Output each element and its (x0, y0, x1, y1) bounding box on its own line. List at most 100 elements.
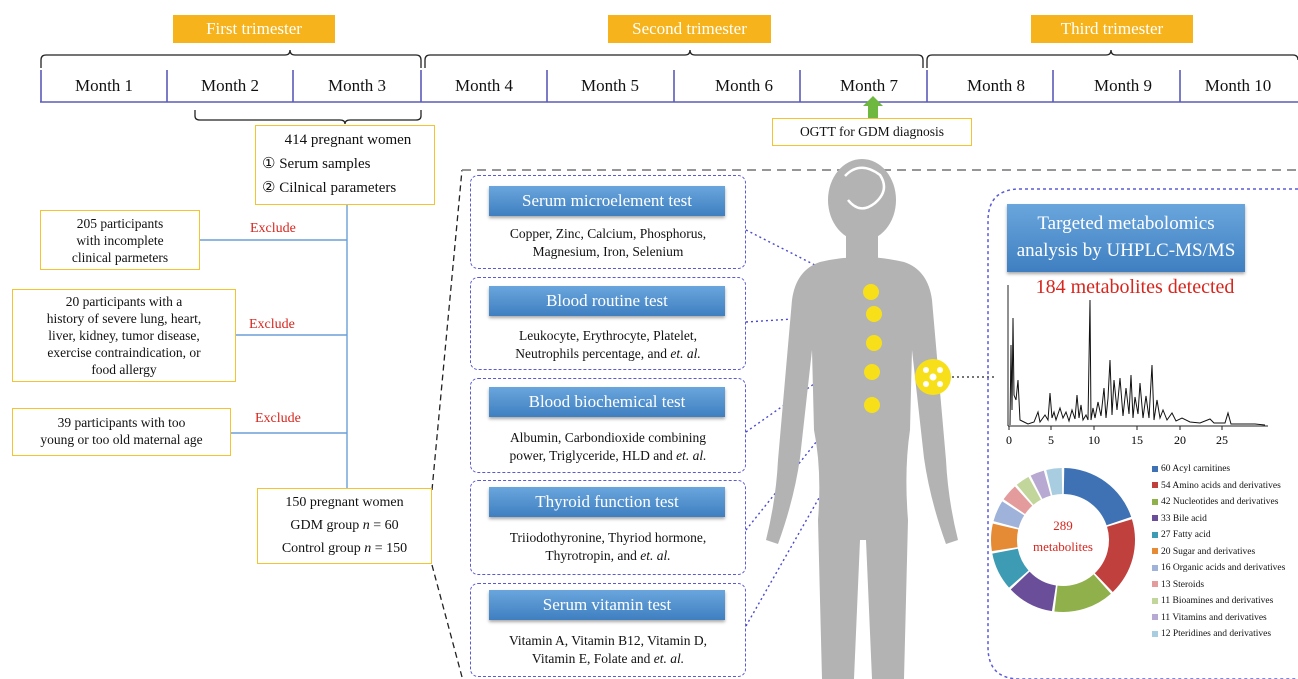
legend-label: 13 Steroids (1161, 579, 1205, 590)
test-title-microelement: Serum microelement test (489, 186, 725, 216)
donut-center-count: 289 (1053, 518, 1073, 533)
exclude-label-1: Exclude (250, 221, 296, 236)
test-desc-vitamin: Vitamin A, Vitamin B12, Vitamin D, Vitam… (475, 632, 741, 668)
test-desc-microelement: Copper, Zinc, Calcium, Phosphorus, Magne… (475, 225, 741, 261)
control-group-count: = 150 (371, 541, 408, 556)
month-5: Month 5 (580, 76, 640, 95)
first-trimester-brace (40, 49, 422, 68)
test-desc-text: Thyrotropin, and (545, 548, 637, 563)
test-title-blood-routine: Blood routine test (489, 286, 725, 316)
test-desc-blood-routine: Leukocyte, Erythrocyte, Platelet, Neutro… (475, 327, 741, 363)
test-panel-vitamin: Serum vitamin test Vitamin A, Vitamin B1… (470, 583, 746, 677)
tick-label-0: 0 (1006, 433, 1012, 447)
legend-item: 54 Amino acids and derivatives (1152, 481, 1281, 491)
legend-swatch (1152, 581, 1158, 588)
exclusion-box-3: 39 participants with too young or too ol… (12, 408, 231, 456)
test-desc-thyroid: Triiodothyronine, Thyriod hormone, Thyro… (475, 529, 741, 565)
legend-item: 42 Nucleotides and derivatives (1152, 497, 1278, 507)
trimester-label-second: Second trimester (608, 15, 771, 43)
cohort-item-2-number: ② (262, 180, 276, 196)
tick-label-10: 10 (1088, 433, 1100, 447)
legend-label: 11 Vitamins and derivatives (1161, 612, 1267, 623)
donut-slice (993, 501, 1025, 528)
legend-swatch (1152, 564, 1158, 571)
legend-label: 16 Organic acids and derivatives (1161, 563, 1286, 573)
chromatogram-chart: 0 5 10 15 20 25 (1006, 285, 1268, 447)
test-panel-thyroid: Thyroid function test Triiodothyronine, … (470, 480, 746, 575)
donut-slice (990, 523, 1019, 552)
control-group-n: n (364, 541, 372, 556)
exclusion-box-2: 20 participants with a history of severe… (12, 289, 236, 382)
legend-item: 13 Steroids (1152, 580, 1204, 590)
test-desc-line: Neutrophils percentage, and et. al. (475, 345, 741, 363)
exclusion-1-line: 205 participants (76, 216, 164, 231)
legend-label: 12 Pteridines and derivatives (1161, 629, 1272, 639)
test-desc-biochemical: Albumin, Carbondioxide combining power, … (475, 429, 741, 465)
legend-label: 20 Sugar and derivatives (1161, 546, 1256, 557)
test-desc-line: Magnesium, Iron, Selenium (532, 244, 684, 259)
cohort-item-1-label: Serum samples (279, 156, 371, 172)
donut-slice (1010, 571, 1056, 612)
brain-icon (844, 166, 886, 210)
month-2: Month 2 (200, 76, 260, 95)
month-4: Month 4 (454, 76, 514, 95)
donut-slice (1094, 519, 1135, 593)
legend-swatch (1152, 614, 1158, 621)
trimester-label-third: Third trimester (1031, 15, 1193, 43)
test-desc-etal: et. al. (670, 346, 701, 361)
final-cohort-title: 150 pregnant women (285, 495, 404, 510)
metabolomics-panel (987, 188, 1298, 679)
metabolomics-title-box: Targeted metabolomics analysis by UHPLC-… (1007, 204, 1245, 272)
test-desc-line: Thyrotropin, and et. al. (475, 547, 741, 565)
control-group-line: Control group n = 150 (258, 537, 431, 560)
metabolites-detected-label: 184 metabolites detected (1035, 276, 1235, 298)
ogtt-box: OGTT for GDM diagnosis (772, 118, 972, 146)
cohort-item-2: ② Cilnical parameters (262, 176, 434, 200)
legend-swatch (1152, 630, 1158, 637)
exclude-label-3: Exclude (255, 411, 301, 426)
test-desc-text: power, Triglyceride, HLD and (509, 448, 673, 463)
metabolite-donut-chart (990, 468, 1135, 613)
month-7: Month 7 (839, 76, 899, 95)
legend-swatch (1152, 548, 1158, 555)
test-desc-line: Copper, Zinc, Calcium, Phosphorus, (509, 226, 707, 241)
legend-label: 27 Fatty acid (1161, 530, 1211, 540)
cohort-box: 414 pregnant women ① Serum samples ② Cil… (255, 125, 435, 205)
legend-swatch (1152, 498, 1158, 505)
test-desc-line: power, Triglyceride, HLD and et. al. (475, 447, 741, 465)
exclusion-1-line: with incomplete (76, 233, 164, 248)
test-desc-text: Neutrophils percentage, and (515, 346, 668, 361)
donut-center-label: metabolites (1033, 539, 1093, 554)
test-panel-biochemical: Blood biochemical test Albumin, Carbondi… (470, 378, 746, 473)
cohort-title: 414 pregnant women (284, 132, 412, 148)
gdm-group-count: = 60 (369, 518, 399, 533)
legend-item: 27 Fatty acid (1152, 530, 1211, 540)
legend-label: 54 Amino acids and derivatives (1161, 480, 1281, 491)
exclusion-2-line: liver, kidney, tumor disease, (48, 328, 200, 343)
cohort-item-1-number: ① (262, 156, 276, 172)
tick-label-15: 15 (1131, 433, 1143, 447)
exclusion-3-line: young or too old maternal age (40, 432, 203, 447)
legend-swatch (1152, 465, 1158, 472)
test-panel-blood-routine: Blood routine test Leukocyte, Erythrocyt… (470, 277, 746, 370)
legend-item: 60 Acyl carnitines (1152, 464, 1230, 474)
legend-label: 33 Bile acid (1161, 513, 1207, 524)
legend-swatch (1152, 531, 1158, 538)
test-title-thyroid: Thyroid function test (489, 487, 725, 517)
second-trimester-brace (424, 49, 924, 68)
month-8: Month 8 (966, 76, 1026, 95)
tick-label-25: 25 (1216, 433, 1228, 447)
legend-label: 60 Acyl carnitines (1161, 464, 1231, 474)
gdm-group-n: n (362, 518, 370, 533)
metabolomics-title-line: analysis by UHPLC-MS/MS (1016, 240, 1236, 261)
exclusion-2-line: exercise contraindication, or (47, 345, 201, 360)
human-body-illustration (766, 159, 958, 679)
month-9: Month 9 (1093, 76, 1153, 95)
test-title-vitamin: Serum vitamin test (489, 590, 725, 620)
metabolomics-title-line: Targeted metabolomics (1037, 213, 1215, 234)
exclusion-2-line: history of severe lung, heart, (46, 311, 202, 326)
test-desc-line: Albumin, Carbondioxide combining (509, 430, 707, 445)
gdm-group-label: GDM group (290, 518, 363, 533)
donut-slice (1030, 470, 1051, 499)
